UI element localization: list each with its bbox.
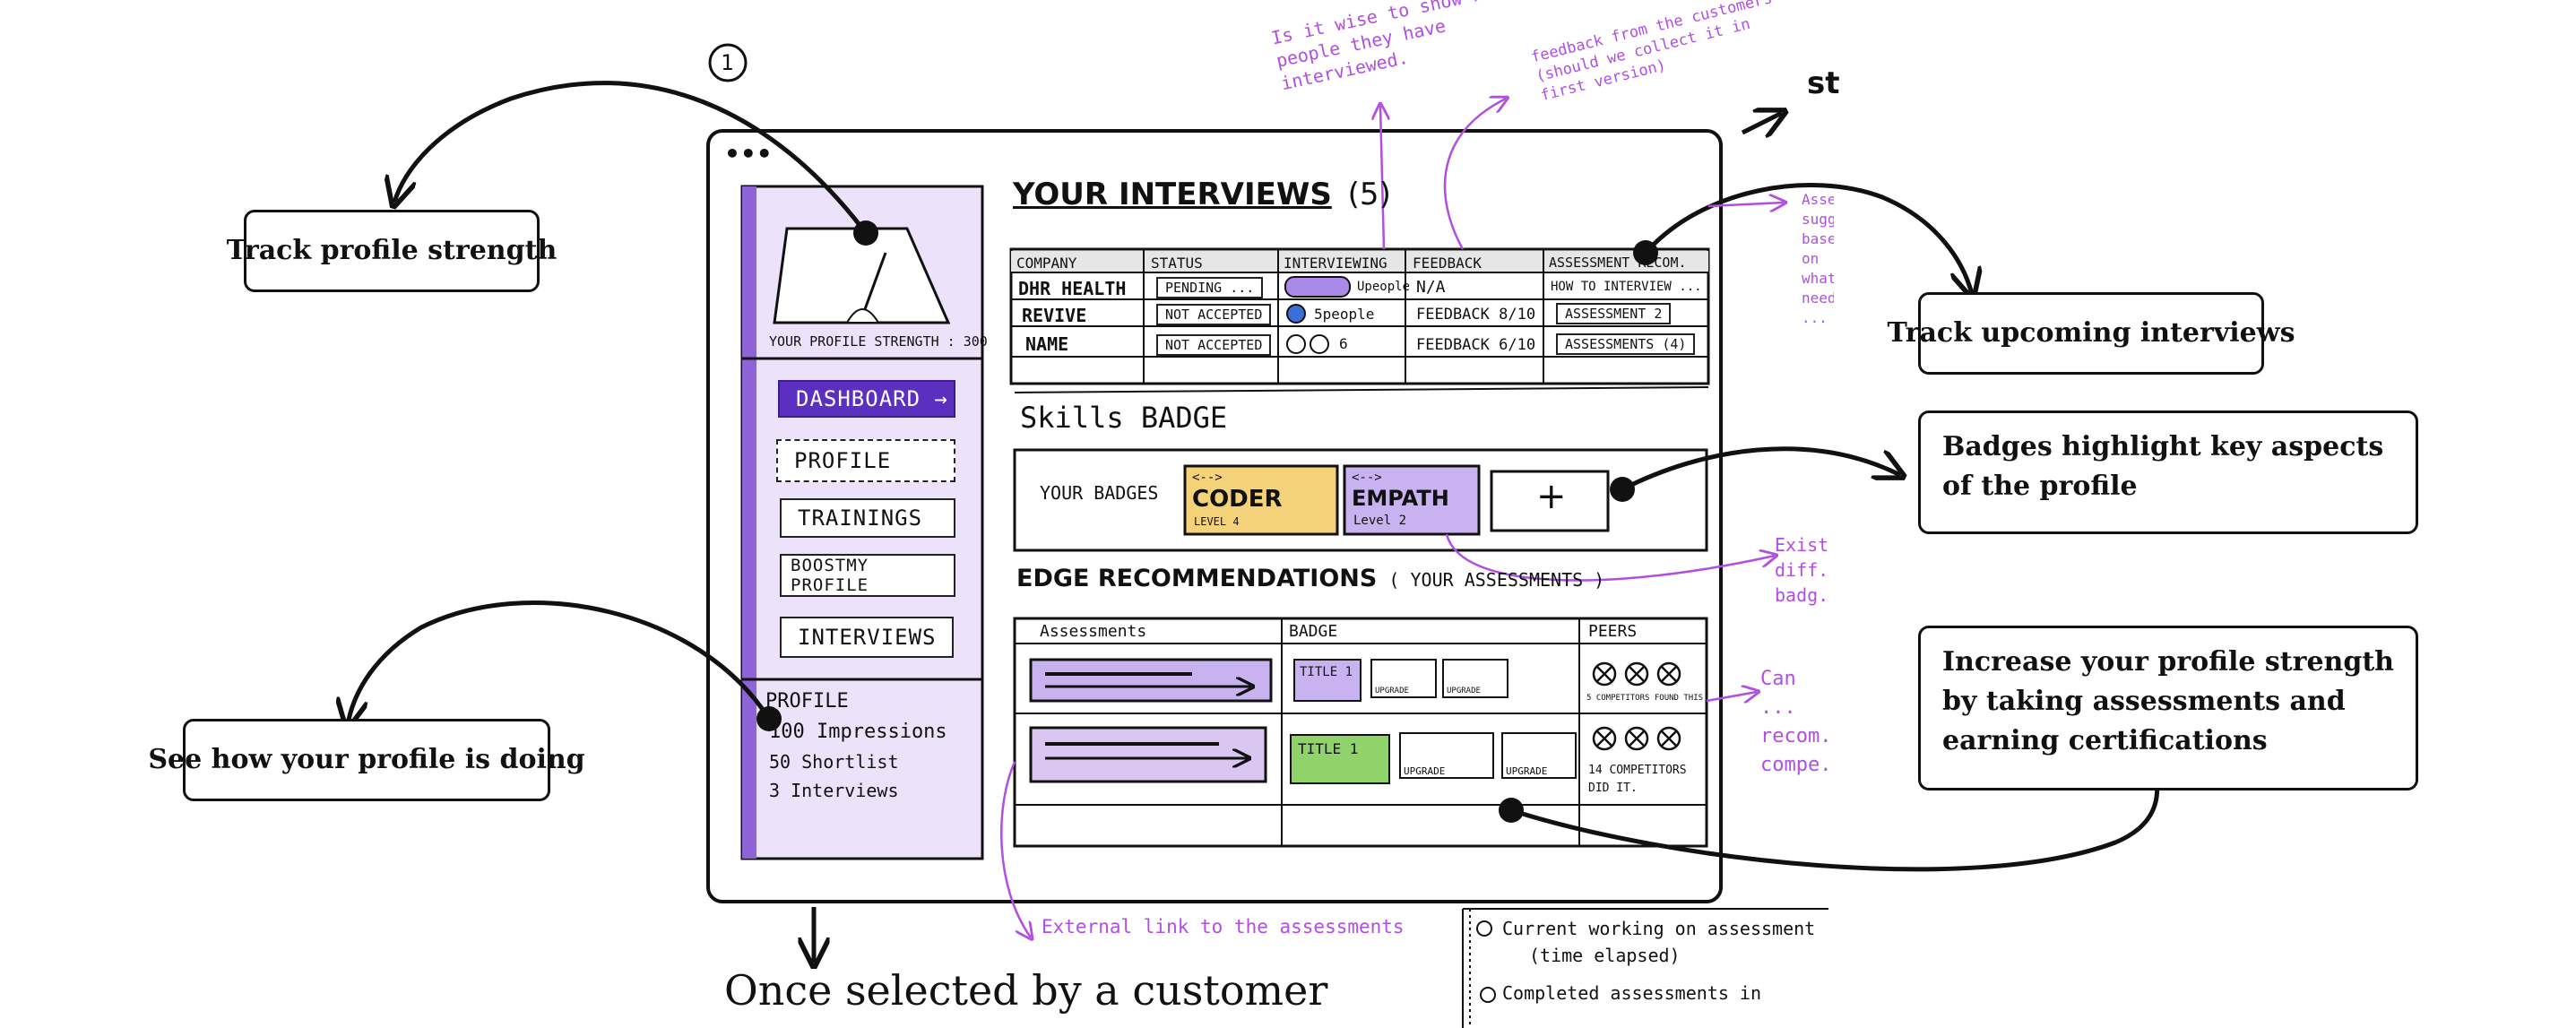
people-circles: [1284, 276, 1351, 354]
profile-stats-title: PROFILE: [765, 690, 849, 713]
row1-status: PENDING ...: [1156, 277, 1264, 298]
row3-status: NOT ACCEPTED: [1156, 334, 1272, 356]
col-company: COMPANY: [1016, 255, 1077, 272]
row3-recom[interactable]: ASSESSMENTS (4): [1556, 333, 1696, 355]
row1-company[interactable]: DHR HEALTH: [1018, 278, 1127, 299]
empath-badge-bg: [1343, 464, 1481, 536]
col-interviewing: INTERVIEWING: [1284, 255, 1387, 272]
row1-recom[interactable]: HOW TO INTERVIEW ...: [1551, 280, 1702, 294]
recommendations-title: EDGE RECOMMENDATIONS: [1016, 565, 1378, 592]
nav-interviews[interactable]: INTERVIEWS: [780, 617, 954, 658]
rec1-upgrade-b[interactable]: UPGRADE: [1447, 687, 1481, 695]
rec2-badge-title[interactable]: TITLE 1: [1298, 740, 1359, 757]
coder-badge-bg: [1183, 464, 1339, 536]
note-right-3: Can ... recom. compe...: [1760, 668, 1828, 776]
badge-coder-level: LEVEL 4: [1194, 515, 1240, 528]
skills-badge-title: Skills BADGE: [1020, 401, 1228, 435]
badge-empath-level: Level 2: [1353, 514, 1407, 528]
step-number: 1: [721, 50, 734, 75]
interviews-table-grid: [1009, 247, 1710, 393]
rec1-peers: 5 COMPETITORS FOUND THIS: [1586, 694, 1704, 703]
note-external-link: External link to the assessments: [1042, 916, 1405, 937]
window-menu-dots[interactable]: •••: [724, 139, 773, 168]
row2-company[interactable]: REVIVE: [1022, 305, 1087, 326]
nav-boost-my-profile[interactable]: BOOSTMY PROFILE: [780, 554, 955, 597]
peer-circles: [1592, 661, 1681, 751]
your-badges-label: YOUR BADGES: [1040, 482, 1159, 504]
interviews-title-text: YOUR INTERVIEWS: [1013, 177, 1332, 212]
step-circle: [708, 43, 748, 82]
sidebar-highlight-strip: [742, 186, 756, 859]
col-assessments: Assessments: [1040, 622, 1147, 641]
note-current-working: Current working on assessment: [1502, 918, 1816, 939]
callout-profile-doing: See how your profile is doing: [148, 719, 585, 801]
nav-trainings[interactable]: TRAININGS: [780, 498, 955, 538]
skills-badge-frame: [1013, 448, 1708, 552]
row3-feedback: FEEDBACK 6/10: [1416, 336, 1536, 354]
row2-feedback: FEEDBACK 8/10: [1416, 306, 1536, 324]
note-once-selected: Once selected by a customer: [724, 966, 1328, 1015]
row3-interviewing: 6: [1339, 335, 1348, 352]
add-badge-box: [1490, 470, 1610, 532]
add-badge-button[interactable]: +: [1536, 476, 1567, 517]
callout-upcoming-interviews: Track upcoming interviews: [1888, 292, 2295, 375]
badge-empath-arrow: <-->: [1352, 471, 1382, 485]
interviews-title: YOUR INTERVIEWS (5): [1013, 179, 1391, 210]
row2-recom[interactable]: ASSESSMENT 2: [1556, 303, 1672, 324]
note-time-elapsed: (time elapsed): [1529, 945, 1681, 966]
callout-track-profile-strength: Track profile strength: [227, 210, 557, 292]
note-right-1: Assess. suggest based on what need ...: [1802, 191, 1834, 326]
badge-coder[interactable]: <--> CODER LEVEL 4: [1185, 466, 1337, 534]
note-right-2: Exist. diff. badg...: [1775, 534, 1828, 606]
rec2-upgrade-b[interactable]: UPGRADE: [1506, 765, 1548, 777]
top-right-fragment: st: [1807, 65, 1840, 101]
recommended-badges: [1290, 659, 1577, 784]
stat-interviews: 3 Interviews: [769, 780, 899, 801]
callout-increase-strength: Increase your profile strength by taking…: [1918, 626, 2418, 790]
callout-connectors: [348, 81, 2157, 963]
col-badge: BADGE: [1289, 622, 1338, 641]
badge-coder-arrow: <-->: [1192, 471, 1223, 485]
rec2-upgrade-a[interactable]: UPGRADE: [1404, 765, 1446, 777]
col-feedback: FEEDBACK: [1413, 255, 1482, 272]
next-screen-fragment: [1462, 908, 1828, 1028]
col-status: STATUS: [1151, 255, 1203, 272]
note-completed: Completed assessments in: [1502, 982, 1761, 1004]
row1-feedback: N/A: [1416, 278, 1446, 297]
profile-strength-label: YOUR PROFILE STRENGTH : 300: [769, 333, 988, 350]
badge-empath-name: EMPATH: [1352, 486, 1449, 511]
recommendations-subtitle: ( YOUR ASSESSMENTS ): [1388, 569, 1605, 591]
row1-interviewing: Upeople: [1357, 280, 1411, 294]
stat-impressions: 100 Impressions: [769, 721, 947, 743]
badge-coder-name: CODER: [1192, 486, 1283, 513]
row2-status: NOT ACCEPTED: [1156, 304, 1272, 325]
interviews-count: (5): [1347, 177, 1391, 212]
rec1-badge-title[interactable]: TITLE 1: [1300, 665, 1353, 679]
annotation-lines: [1000, 99, 1784, 937]
badge-empath[interactable]: <--> EMPATH Level 2: [1344, 466, 1479, 534]
stat-shortlist: 50 Shortlist: [769, 751, 899, 773]
app-frame: [706, 129, 1723, 903]
col-assessment-recom: ASSESSMENT RECOM.: [1549, 255, 1687, 271]
col-peers: PEERS: [1588, 622, 1638, 641]
nav-profile[interactable]: PROFILE: [776, 439, 955, 482]
rec2-peers: 14 COMPETITORS DID IT.: [1588, 764, 1687, 795]
recommendations-heading: EDGE RECOMMENDATIONS ( YOUR ASSESSMENTS …: [1016, 566, 1604, 591]
row2-interviewing: 5people: [1314, 306, 1375, 323]
assessment-link-bars: [1029, 658, 1273, 783]
row3-company[interactable]: NAME: [1025, 333, 1069, 355]
rec1-upgrade-a[interactable]: UPGRADE: [1375, 687, 1409, 695]
callout-badges: Badges highlight key aspects of the prof…: [1918, 410, 2418, 534]
nav-dashboard[interactable]: DASHBOARD →: [778, 380, 955, 418]
